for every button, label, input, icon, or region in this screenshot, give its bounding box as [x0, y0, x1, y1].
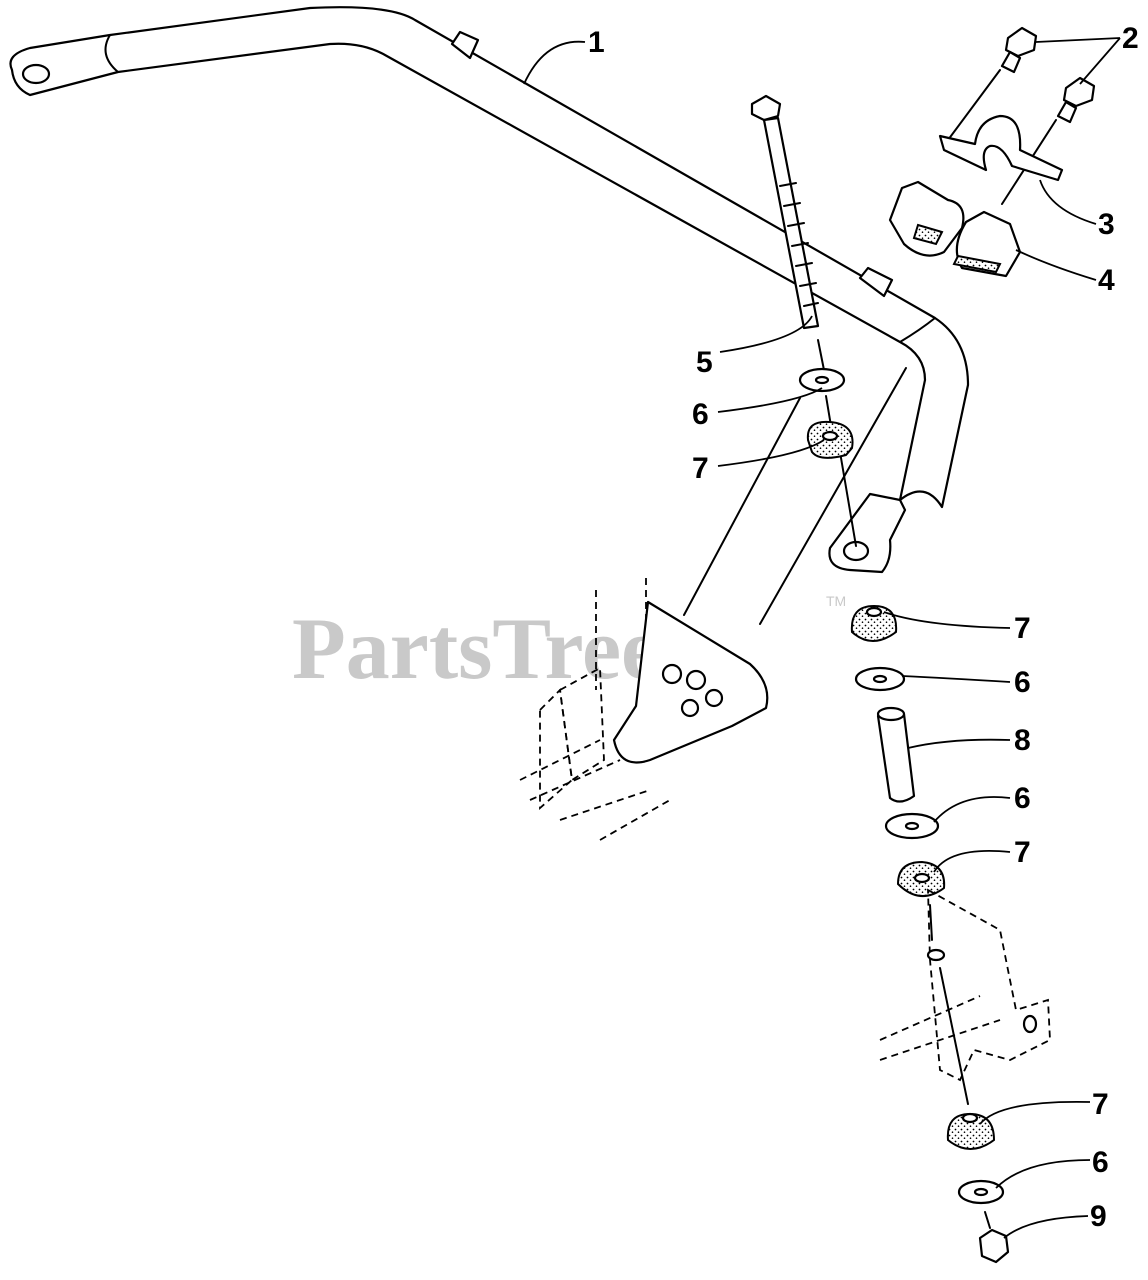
callout-7-b: 7	[1014, 612, 1031, 645]
lower-frame-reference	[879, 888, 1051, 1105]
part-6-washer-mid2	[884, 812, 940, 840]
leader-lines	[523, 37, 1121, 1239]
part-1-rod	[9, 6, 970, 625]
callout-1: 1	[588, 26, 605, 59]
callout-6-c: 6	[1014, 782, 1031, 815]
callout-2: 2	[1122, 22, 1139, 55]
part-7-grommet-mid2	[896, 860, 946, 897]
callout-7-d: 7	[1092, 1088, 1109, 1121]
part-9-nut	[978, 1211, 1010, 1264]
callout-5: 5	[696, 346, 713, 379]
callout-6-a: 6	[692, 398, 709, 431]
left-frame-reference	[519, 578, 769, 841]
part-6-washer-lower	[957, 1179, 1005, 1205]
callout-7-a: 7	[692, 452, 709, 485]
callout-6-b: 6	[1014, 666, 1031, 699]
part-3-strap-bracket	[938, 114, 1064, 182]
part-6-washer-mid1	[854, 666, 906, 692]
partstree-watermark: PartsTree	[292, 601, 660, 698]
part-4-clamp-halves	[888, 180, 1022, 278]
callout-9: 9	[1090, 1200, 1107, 1233]
part-7-grommet-lower	[946, 1112, 996, 1150]
part-2-bolts	[947, 26, 1096, 205]
callout-4: 4	[1098, 264, 1115, 297]
callout-6-d: 6	[1092, 1146, 1109, 1179]
part-8-spacer-tube	[876, 706, 916, 803]
part-7-grommet-mid1	[850, 604, 898, 642]
part-6-washer-upper	[798, 367, 846, 393]
callout-3: 3	[1098, 208, 1115, 241]
part-7-grommet-upper	[806, 420, 854, 459]
part-5-long-bolt	[750, 94, 857, 547]
trademark-mark: TM	[826, 593, 846, 609]
callout-7-c: 7	[1014, 836, 1031, 869]
callout-8: 8	[1014, 724, 1031, 757]
